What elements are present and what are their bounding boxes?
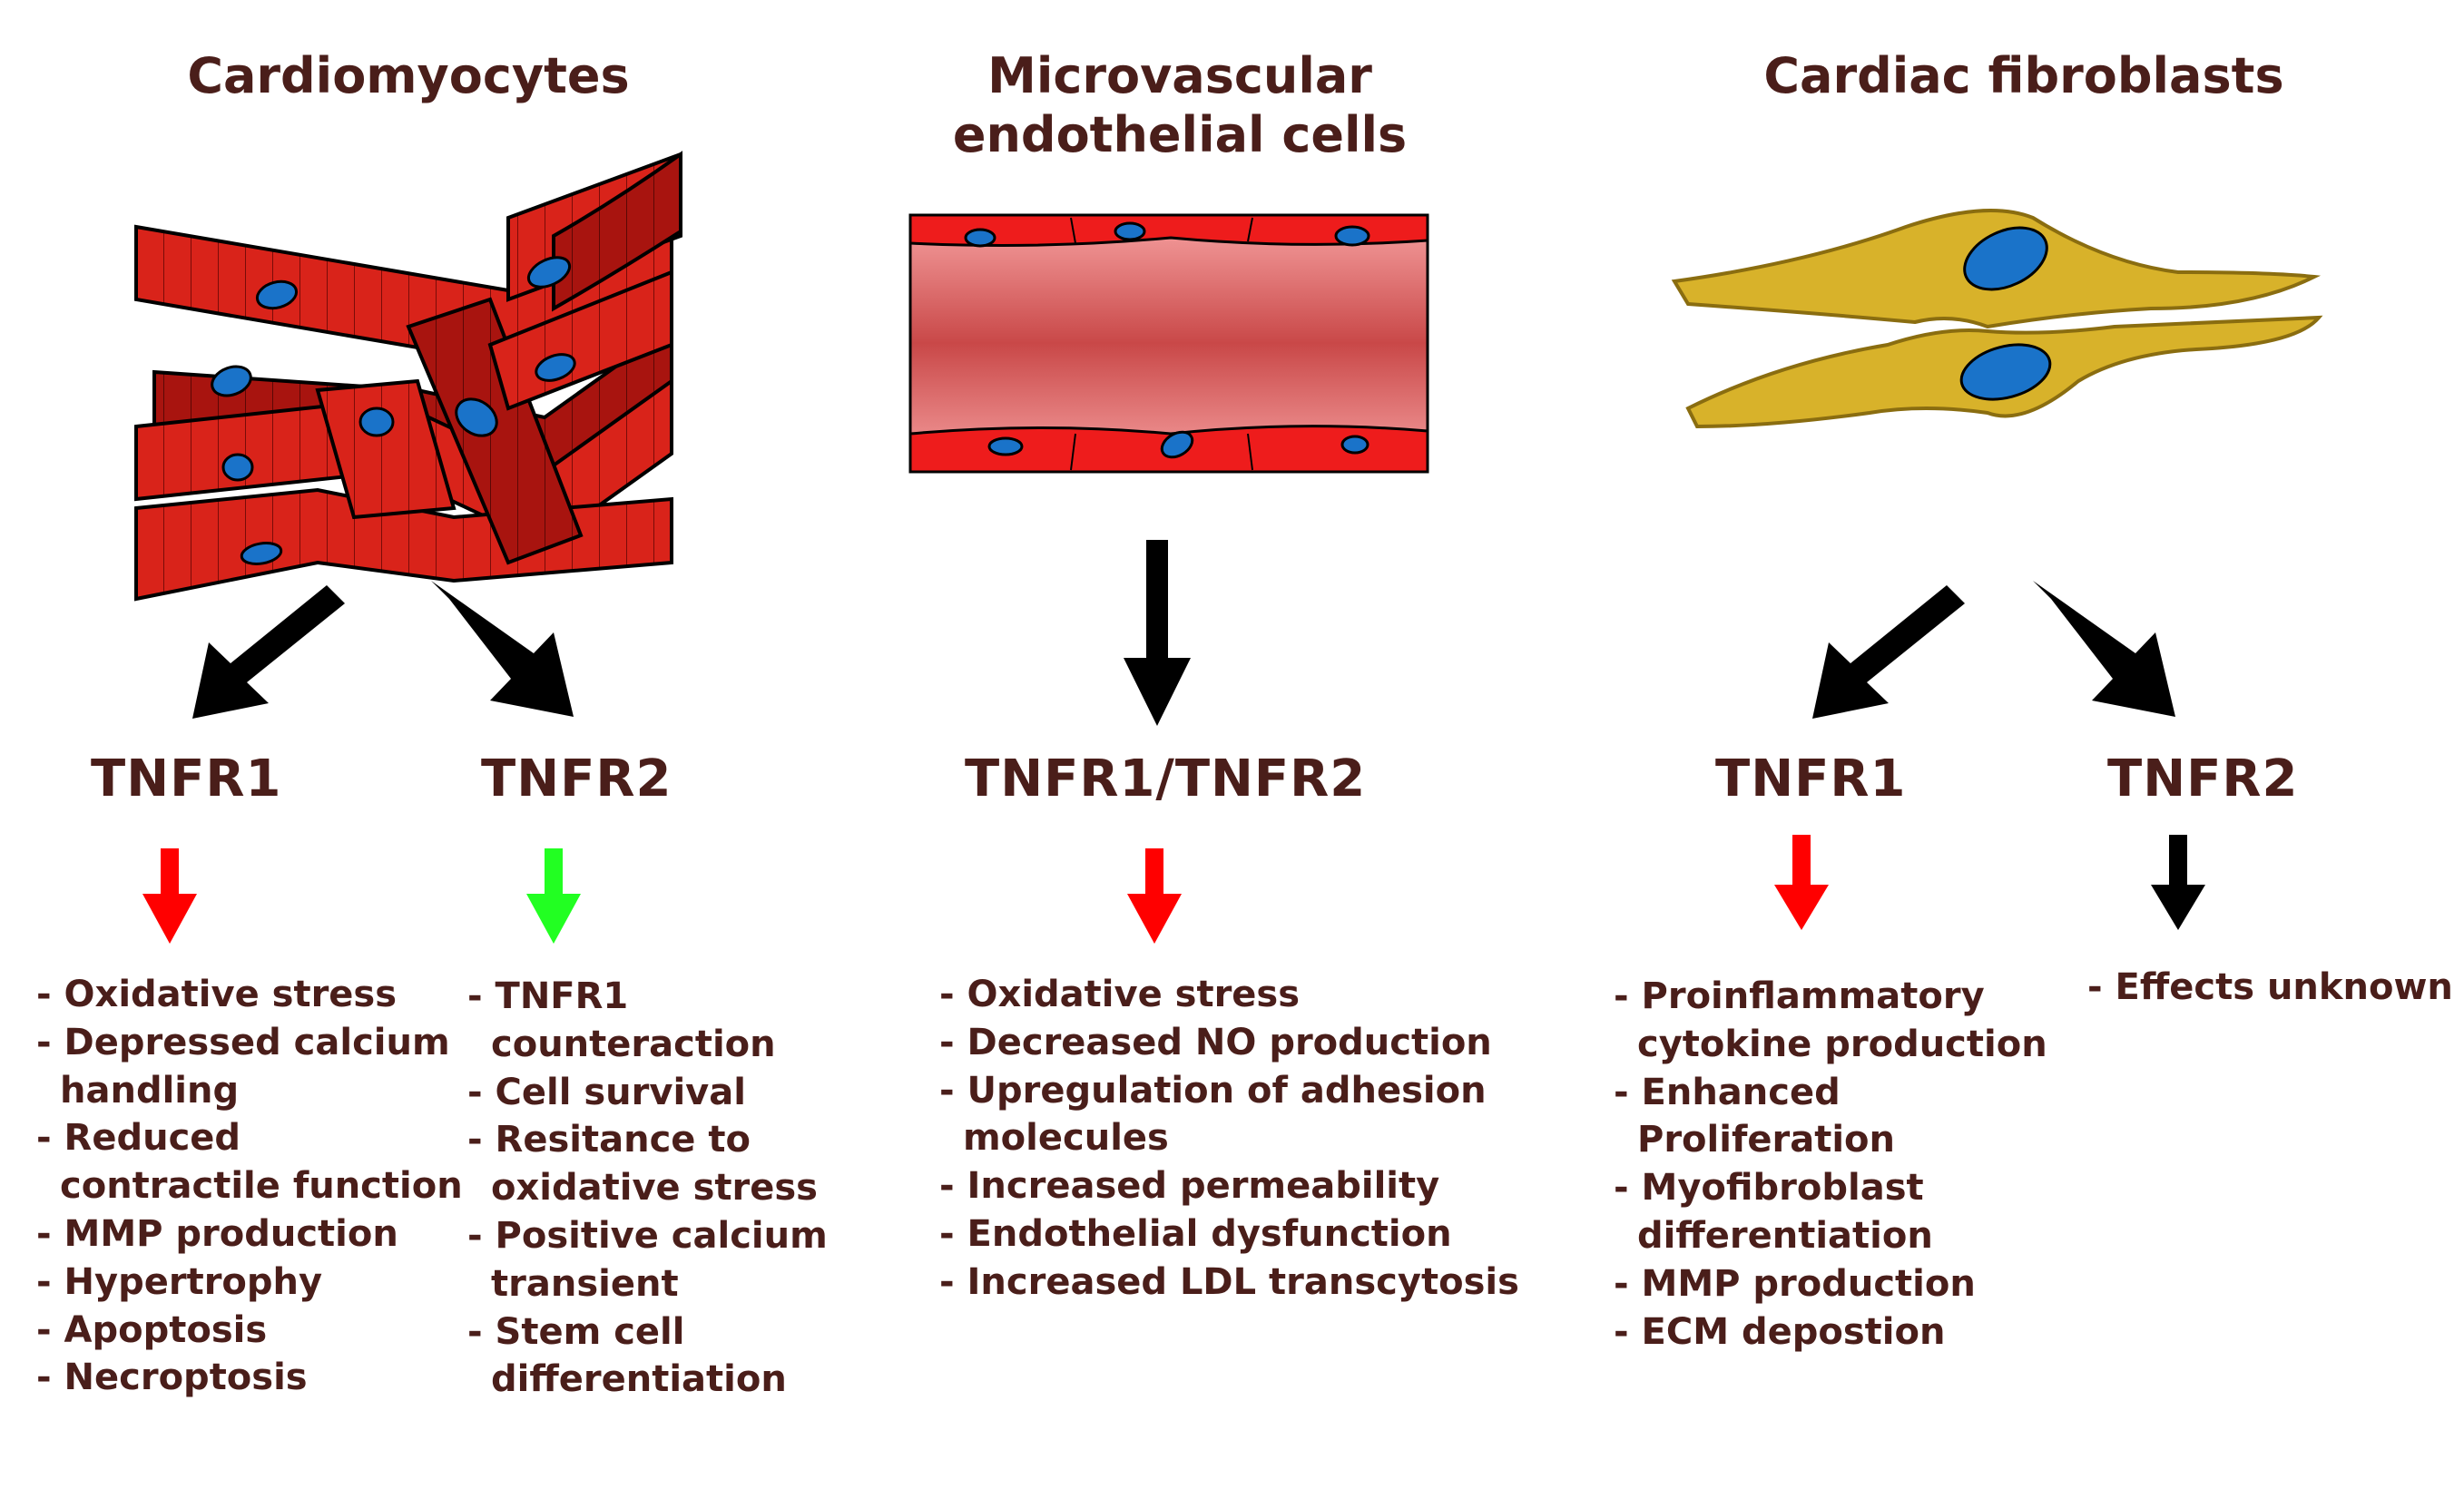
cardiomyocytes-title: Cardiomyocytes: [187, 47, 630, 104]
effect-item: Reduced contractile function: [36, 1114, 463, 1210]
effect-item: Stem cell differentiation: [467, 1308, 830, 1405]
effect-item: Positive calcium transient: [467, 1212, 830, 1308]
effect-item: Decreased NO production: [939, 1019, 1520, 1067]
effect-item: Oxidative stress: [939, 971, 1520, 1019]
cardio-tnfr1-effects: Oxidative stressDepressed calcium handli…: [36, 971, 463, 1402]
effect-arrow-cardio-tnfr2: [526, 848, 581, 944]
vessel-illustration: [908, 213, 1429, 474]
cardio-tnfr1-label: TNFR1: [91, 749, 282, 808]
effect-arrow-fibro-tnfr2: [2151, 835, 2205, 930]
effect-item: Cell survival: [467, 1069, 830, 1117]
arrow-fibro-tnfr2: [2033, 581, 2175, 717]
effect-item: Increased permeability: [939, 1162, 1520, 1210]
cardiomyocyte-nuclei: [211, 256, 576, 565]
effect-item: Necroptosis: [36, 1354, 463, 1402]
fibroblasts-title: Cardiac fibroblasts: [1763, 47, 2284, 104]
endo-tnfr-label: TNFR1/TNFR2: [965, 749, 1367, 808]
effect-item: MMP production: [1614, 1260, 2104, 1308]
fibro-tnfr2-label: TNFR2: [2107, 749, 2299, 808]
effect-item: Proinflammatory cytokine production: [1614, 973, 2104, 1069]
effect-item: Endothelial dysfunction: [939, 1210, 1520, 1259]
cardio-tnfr2-effects: TNFR1 counteractionCell survivalResitanc…: [467, 973, 830, 1404]
effect-arrow-cardio-tnfr1: [142, 848, 197, 944]
effect-item: ECM depostion: [1614, 1308, 2104, 1357]
effect-item: Enhanced Proliferation: [1614, 1069, 2104, 1165]
arrow-fibro-tnfr1: [1812, 585, 1965, 719]
effect-arrow-endo: [1127, 848, 1182, 944]
effect-item: Increased LDL transcytosis: [939, 1259, 1520, 1307]
effect-item: Depressed calcium handling: [36, 1019, 463, 1115]
fibro-tnfr1-effects: Proinflammatory cytokine productionEnhan…: [1614, 973, 2104, 1356]
pathway-arrows: [192, 540, 2175, 726]
fibro-tnfr2-effects: Effects unknown: [2087, 964, 2459, 1012]
arrow-endo: [1124, 540, 1191, 726]
cardiomyocytes-illustration: [134, 151, 682, 602]
effect-item: Apoptosis: [36, 1307, 463, 1355]
cardio-tnfr2-label: TNFR2: [481, 749, 672, 808]
arrow-cardio-tnfr2: [431, 581, 574, 717]
effect-item: Upregulation of adhesion molecules: [939, 1067, 1520, 1163]
effect-arrow-fibro-tnfr1: [1774, 835, 1829, 930]
effect-item: Hypertrophy: [36, 1259, 463, 1307]
arrow-cardio-tnfr1: [192, 585, 345, 719]
effect-item: MMP production: [36, 1210, 463, 1259]
effect-item: Myofibroblast differentiation: [1614, 1164, 2104, 1260]
effect-item: Oxidative stress: [36, 971, 463, 1019]
effect-item: TNFR1 counteraction: [467, 973, 830, 1069]
fibro-tnfr1-label: TNFR1: [1715, 749, 1907, 808]
effect-item: Effects unknown: [2087, 964, 2459, 1012]
effect-item: Resitance to oxidative stress: [467, 1116, 830, 1212]
endothelial-title: Microvascular endothelial cells: [952, 47, 1408, 163]
fibroblast-nuclei: [1959, 226, 2052, 401]
endo-effects: Oxidative stressDecreased NO productionU…: [939, 971, 1520, 1307]
